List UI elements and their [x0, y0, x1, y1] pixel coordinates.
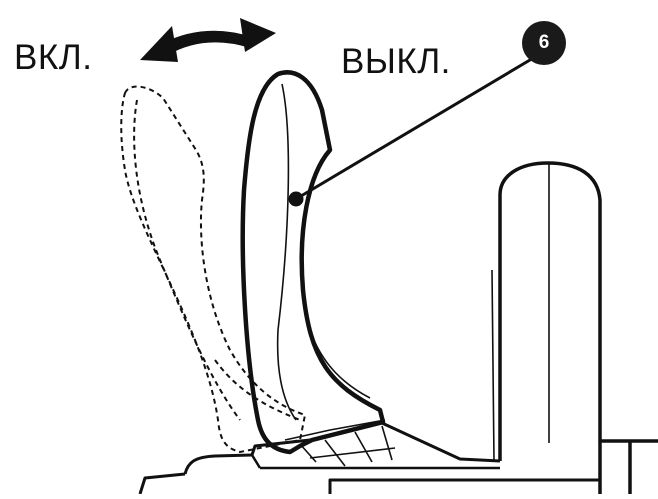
switch-housing	[138, 421, 600, 495]
off-label: ВЫКЛ.	[341, 42, 451, 81]
switch-lever	[240, 70, 386, 455]
on-label: ВКЛ.	[14, 38, 93, 77]
double-headed-curved-arrow-icon	[140, 18, 276, 62]
lever-on-position-outline	[120, 85, 307, 454]
callout-leader	[288, 55, 536, 207]
callout-badge	[522, 21, 566, 65]
callout-number: 6	[538, 32, 550, 53]
side-wall	[491, 161, 658, 494]
